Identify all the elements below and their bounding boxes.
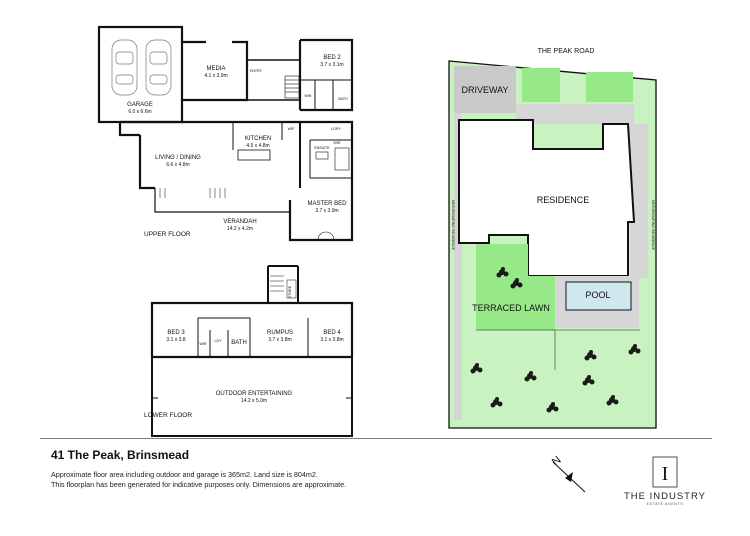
tree-icon	[470, 363, 483, 374]
verandah-walls	[154, 188, 290, 213]
entry-stairs	[284, 75, 300, 99]
site-plan	[448, 60, 657, 429]
lower-floor-label: LOWER FLOOR	[144, 412, 192, 419]
upper-floor	[97, 25, 354, 242]
ldy-lower-label: LDY	[215, 339, 223, 343]
garage-label: GARAGE	[127, 102, 153, 108]
living-outer-walls	[118, 120, 300, 190]
pool-label: POOL	[585, 290, 610, 300]
bed2-label: BED 2	[323, 55, 341, 61]
tree-icon	[510, 278, 523, 289]
side-path	[454, 113, 462, 420]
outdoor-entertaining-area	[151, 357, 353, 437]
terraced-lawn-area	[476, 244, 555, 330]
stair-well	[267, 265, 299, 303]
brand-logo-icon	[652, 456, 678, 488]
bed2-dim: 3.7 x 3.1m	[320, 62, 343, 68]
brand-tagline: ESTATE AGENTS	[646, 502, 684, 506]
wir-lower-label: WIR	[200, 342, 207, 346]
ldry-label: LDRY	[331, 127, 341, 131]
window-marks	[159, 188, 226, 198]
tree-icon	[584, 350, 597, 361]
neighbour-right-label: NEIGHBOURING RESIDENCE	[651, 200, 655, 251]
verandah-dim: 14.2 x 4.2m	[227, 226, 253, 232]
wir-upper-label: WIR	[305, 94, 312, 98]
compass-north-label: N	[550, 454, 564, 468]
master-bed-label: MASTER BED	[307, 201, 347, 207]
footer-divider	[40, 438, 712, 439]
kitchen-dim: 4.5 x 4.8m	[246, 143, 269, 149]
pool	[565, 281, 632, 311]
bed3-dim: 3.1 x 3.8	[166, 337, 185, 343]
lower-stairs	[270, 275, 297, 299]
master-door	[317, 231, 335, 241]
outdoor-entertaining-dim: 14.2 x 5.0m	[241, 398, 267, 404]
compass-icon	[552, 461, 586, 493]
bath-lower-label: BATH	[231, 340, 247, 346]
bed2-room	[298, 38, 354, 112]
kitchen-label: KITCHEN	[245, 136, 271, 142]
car-icon	[145, 39, 172, 96]
property-address: 41 The Peak, Brinsmead	[51, 448, 190, 462]
residence-label: RESIDENCE	[537, 195, 590, 205]
entry-label: ENTRY	[250, 69, 263, 73]
tree-icon	[546, 402, 559, 413]
media-dim: 4.1 x 3.9m	[204, 73, 227, 79]
master-walls	[288, 120, 354, 242]
side-path	[630, 124, 648, 278]
paving-area	[516, 104, 634, 124]
wip-label: WIP	[288, 127, 295, 131]
tree-icon	[496, 267, 509, 278]
car-icon	[111, 39, 138, 96]
bed3-label: BED 3	[167, 330, 185, 336]
brand-logo-letter: I	[662, 463, 669, 485]
verandah-label: VERANDAH	[223, 219, 256, 225]
tree-icons	[470, 267, 641, 413]
wir-master-label: WIR	[334, 141, 341, 145]
living-dining-label: LIVING / DINING	[155, 155, 201, 161]
store-label: STORE	[288, 285, 292, 298]
disclaimer-note: This floorplan has been generated for in…	[51, 480, 347, 489]
tree-icon	[582, 375, 595, 386]
living-dining-dim: 6.6 x 4.8m	[166, 162, 189, 168]
driveway-label: DRIVEWAY	[461, 85, 508, 95]
front-lawn-patch	[522, 68, 560, 102]
kitchen-island	[237, 149, 271, 161]
media-label: MEDIA	[206, 66, 225, 72]
ensuite-label: ENSUITE	[314, 146, 330, 150]
tree-icon	[524, 371, 537, 382]
bath-upper-label: BATH	[338, 97, 348, 101]
entry-walls	[247, 59, 300, 101]
tree-icon	[628, 344, 641, 355]
driveway-area	[454, 66, 516, 113]
road-label: THE PEAK ROAD	[538, 48, 595, 55]
terraced-lawn-label: TERRACED LAWN	[472, 303, 550, 313]
tree-icon	[490, 397, 503, 408]
outdoor-entertaining-label: OUTDOOR ENTERTAINING	[216, 391, 293, 397]
master-bed-dim: 3.7 x 3.9m	[315, 208, 338, 214]
bed4-label: BED 4	[323, 330, 341, 336]
upper-floor-label: UPPER FLOOR	[144, 231, 191, 238]
rumpus-dim: 3.7 x 3.8m	[268, 337, 291, 343]
bed4-dim: 3.1 x 3.8m	[320, 337, 343, 343]
tree-icon	[606, 395, 619, 406]
media-room	[182, 40, 249, 102]
lower-floor	[150, 265, 354, 437]
front-lawn-patch	[586, 72, 633, 102]
residence-footprint	[458, 119, 636, 277]
garage-dim: 6.0 x 6.6m	[128, 109, 151, 115]
floor-area-note: Approximate floor area including outdoor…	[51, 470, 318, 479]
neighbour-left-label: NEIGHBOURING RESIDENCE	[451, 200, 455, 251]
rumpus-label: RUMPUS	[267, 330, 293, 336]
brand-name: THE INDUSTRY	[623, 491, 707, 502]
